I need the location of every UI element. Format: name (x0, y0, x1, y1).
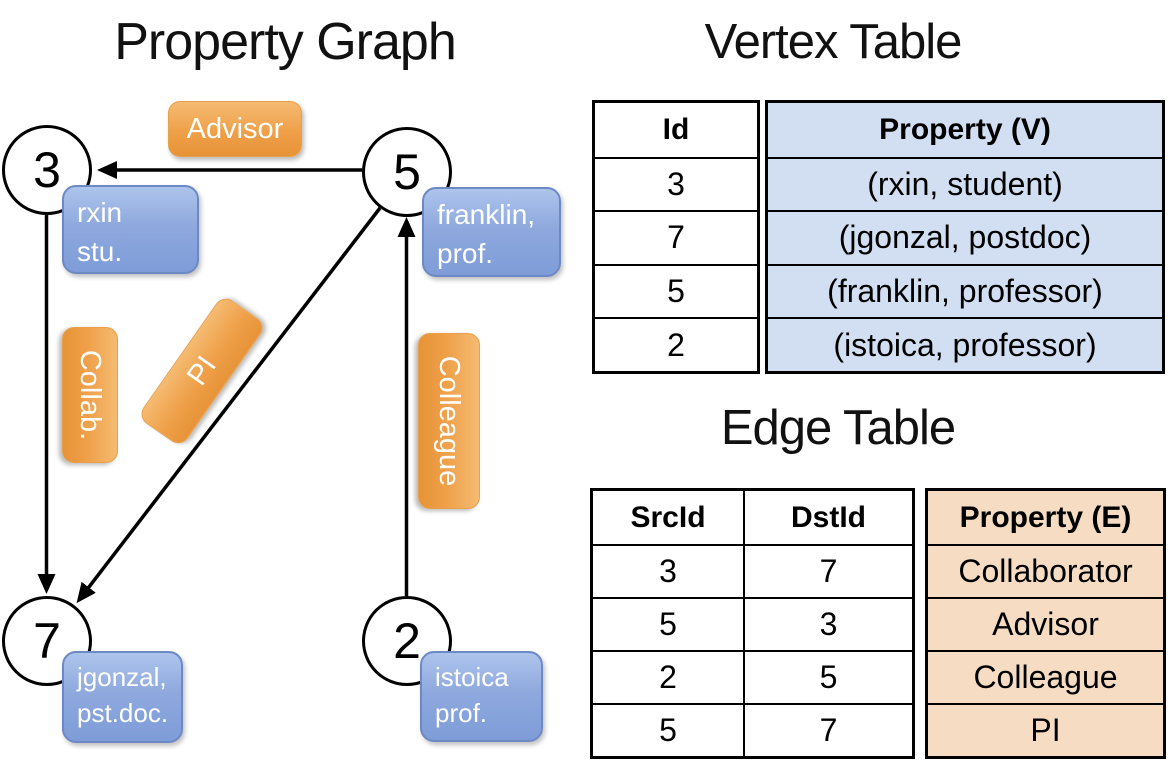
vertex-table-id-column: Id 3 7 5 2 (592, 100, 760, 374)
edge-table-src-dst-columns: SrcId DstId 3 7 5 3 2 5 5 7 (590, 488, 915, 759)
vertex-table-property-cell: (istoica, professor) (768, 317, 1162, 371)
vertex-table-id-cell: 5 (595, 263, 757, 318)
edge-label-advisor: Advisor (168, 101, 302, 157)
edge-table-dst-cell: 3 (743, 597, 912, 650)
vertex-label-rxin-line2: stu. (77, 236, 123, 268)
vertex-node-5: 5 (362, 127, 452, 217)
edge-table-title: Edge Table (720, 401, 956, 455)
vertex-node-5-id: 5 (393, 144, 421, 200)
vertex-label-rxin: rxin stu. (62, 185, 199, 274)
vertex-label-istoica-line2: prof. (435, 698, 488, 729)
edge-table-dst-cell: 7 (743, 703, 912, 756)
vertex-label-jgonzal: jgonzal, pst.doc. (62, 651, 183, 743)
vertex-node-2-id: 2 (393, 613, 421, 669)
vertex-table-title: Vertex Table (704, 15, 963, 69)
vertex-table-id-cell: 3 (595, 156, 757, 211)
edge-table-property-column: Property (E) Collaborator Advisor Collea… (925, 488, 1166, 759)
vertex-table-id-cell: 7 (595, 210, 757, 264)
vertex-label-istoica: istoica prof. (420, 651, 543, 742)
edge-table-property-cell: PI (928, 703, 1163, 756)
edge-table-property-cell: Colleague (928, 650, 1163, 703)
vertex-label-franklin: franklin, prof. (422, 187, 561, 277)
edge-table-property-cell: Collaborator (928, 544, 1163, 597)
edge-table-property-cell: Advisor (928, 597, 1163, 650)
vertex-table-id-header: Id (662, 112, 690, 146)
edge-label-collab: Collab. (62, 327, 118, 463)
vertex-node-7-id: 7 (33, 613, 61, 669)
edge-table-dst-cell: 7 (743, 544, 912, 597)
vertex-table-property-header: Property (V) (879, 112, 1051, 146)
vertex-table-property-column: Property (V) (rxin, student) (jgonzal, p… (765, 100, 1165, 374)
graph-edges-layer (37, 161, 416, 604)
edge-table-property-header: Property (E) (959, 500, 1132, 534)
edge-table-src-cell: 2 (593, 650, 743, 703)
edge-label-colleague: Colleague (418, 333, 480, 509)
vertex-table-id-cell: 2 (595, 317, 757, 371)
edge-pi-5-to-7 (76, 206, 382, 604)
edge-table-src-cell: 5 (593, 703, 743, 756)
edge-table-src-header: SrcId (630, 500, 706, 534)
vertex-label-jgonzal-line2: pst.doc. (77, 698, 169, 729)
vertex-label-rxin-line1: rxin (77, 197, 123, 228)
property-graph-title: Property Graph (114, 13, 457, 71)
edge-table-src-cell: 3 (593, 544, 743, 597)
vertex-label-franklin-line2: prof. (437, 238, 494, 270)
edge-table-dst-header: DstId (743, 491, 912, 544)
vertex-table-property-cell: (jgonzal, postdoc) (768, 210, 1162, 264)
edge-table-src-cell: 5 (593, 597, 743, 650)
edge-table-dst-cell: 5 (743, 650, 912, 703)
vertex-label-franklin-line1: franklin, (437, 199, 536, 230)
vertex-node-2: 2 (362, 596, 452, 686)
vertex-node-3-id: 3 (33, 142, 61, 198)
vertex-label-istoica-line1: istoica (435, 662, 509, 692)
vertex-label-jgonzal-line1: jgonzal, (77, 662, 167, 692)
vertex-table-property-cell: (franklin, professor) (768, 263, 1162, 318)
vertex-table-property-cell: (rxin, student) (768, 156, 1162, 211)
